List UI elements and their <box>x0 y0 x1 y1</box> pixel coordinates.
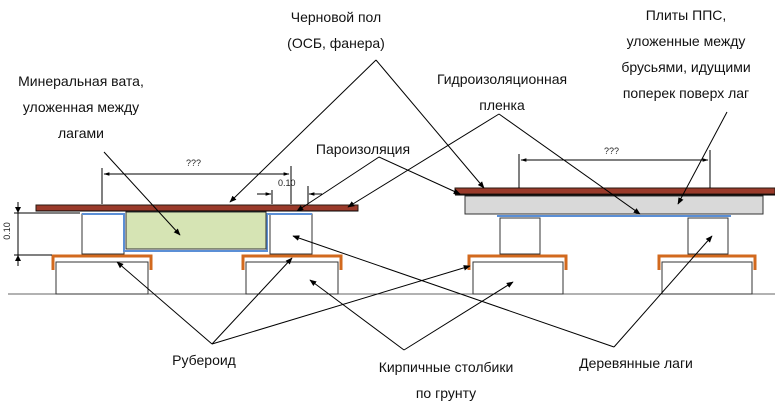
label-vapor-line-1: Пароизоляция <box>315 141 411 157</box>
subfloor-right <box>454 187 775 195</box>
leader-ruberoid-right <box>211 265 471 345</box>
leader-ruberoid-mid <box>211 257 293 345</box>
label-eps-line-4: поперек поверх лаг <box>622 85 750 101</box>
mineral-wool <box>125 211 267 250</box>
dim-span-right-text: ??? <box>604 146 620 156</box>
label-subfloor: Черновой пол (ОСБ, фанера) <box>256 4 416 56</box>
brick-pier-right-1 <box>472 261 564 295</box>
leader-ruberoid-left <box>116 261 213 345</box>
dim-span-left-text: ??? <box>186 158 202 168</box>
leader-piers-right <box>403 281 514 351</box>
leader-vapor-left <box>296 156 380 212</box>
joist-left-1 <box>81 213 125 255</box>
label-mineral-wool: Минеральная вата, уложенная между лагами <box>0 68 162 146</box>
leader-subfloor-left <box>229 59 377 203</box>
label-mineral-wool-line-3: лагами <box>58 125 104 141</box>
joist-left-2 <box>269 213 313 255</box>
vapor-barrier-left <box>82 213 312 252</box>
ruberoid-left-2 <box>241 254 343 270</box>
subfloor-left <box>35 204 359 212</box>
leader-eps <box>677 111 728 205</box>
eps-board <box>464 195 764 215</box>
label-joists: Деревянные лаги <box>562 350 710 376</box>
label-waterproof-film: Гидроизоляционная пленка <box>418 66 586 118</box>
label-eps: Плиты ППС, уложенные между брусьями, иду… <box>598 2 774 106</box>
joist-right-2 <box>687 217 729 255</box>
label-mineral-wool-line-1: Минеральная вата, <box>18 73 144 89</box>
brick-pier-left-2 <box>245 261 339 295</box>
leader-vapor-right <box>378 156 461 195</box>
label-eps-line-3: брусьями, идущими <box>621 59 751 75</box>
label-eps-line-1: Плиты ППС, <box>645 7 727 23</box>
ruberoid-right-2 <box>657 254 757 270</box>
label-subfloor-line-1: Черновой пол <box>290 9 382 25</box>
label-vapor-barrier: Пароизоляция <box>304 136 422 162</box>
dim-gap-text: 0.10 <box>278 178 296 188</box>
label-joists-line-1: Деревянные лаги <box>579 355 693 371</box>
brick-pier-left-1 <box>55 261 149 295</box>
dim-height-text: 0.10 <box>1 222 12 240</box>
ruberoid-left-1 <box>51 254 153 270</box>
leader-joists-left <box>292 235 615 348</box>
leader-waterproof-right <box>498 113 641 215</box>
label-eps-line-2: уложенные между <box>626 33 746 49</box>
leader-subfloor-right <box>375 59 485 189</box>
label-ruberoid: Рубероид <box>156 347 252 373</box>
leader-joists-right <box>613 235 713 348</box>
dim-height-arrow-2 <box>15 255 21 261</box>
label-waterproof-line-2: пленка <box>479 97 525 113</box>
dim-height-arrow-1 <box>15 207 21 213</box>
label-mineral-wool-line-2: уложенная между <box>22 99 140 115</box>
label-piers-line-2: по грунту <box>415 385 477 401</box>
label-subfloor-line-2: (ОСБ, фанера) <box>287 35 385 51</box>
leader-piers-left <box>309 279 405 351</box>
ruberoid-right-1 <box>467 254 568 270</box>
label-piers-line-1: Кирпичные столбики <box>378 359 514 375</box>
label-waterproof-line-1: Гидроизоляционная <box>436 71 568 87</box>
brick-pier-right-2 <box>661 261 753 295</box>
joist-right-1 <box>499 217 541 255</box>
label-brick-piers: Кирпичные столбики по грунту <box>360 354 532 406</box>
leader-waterproof-left <box>347 113 500 208</box>
leader-mineral-wool <box>103 151 181 236</box>
label-ruberoid-line-1: Рубероид <box>172 352 236 368</box>
